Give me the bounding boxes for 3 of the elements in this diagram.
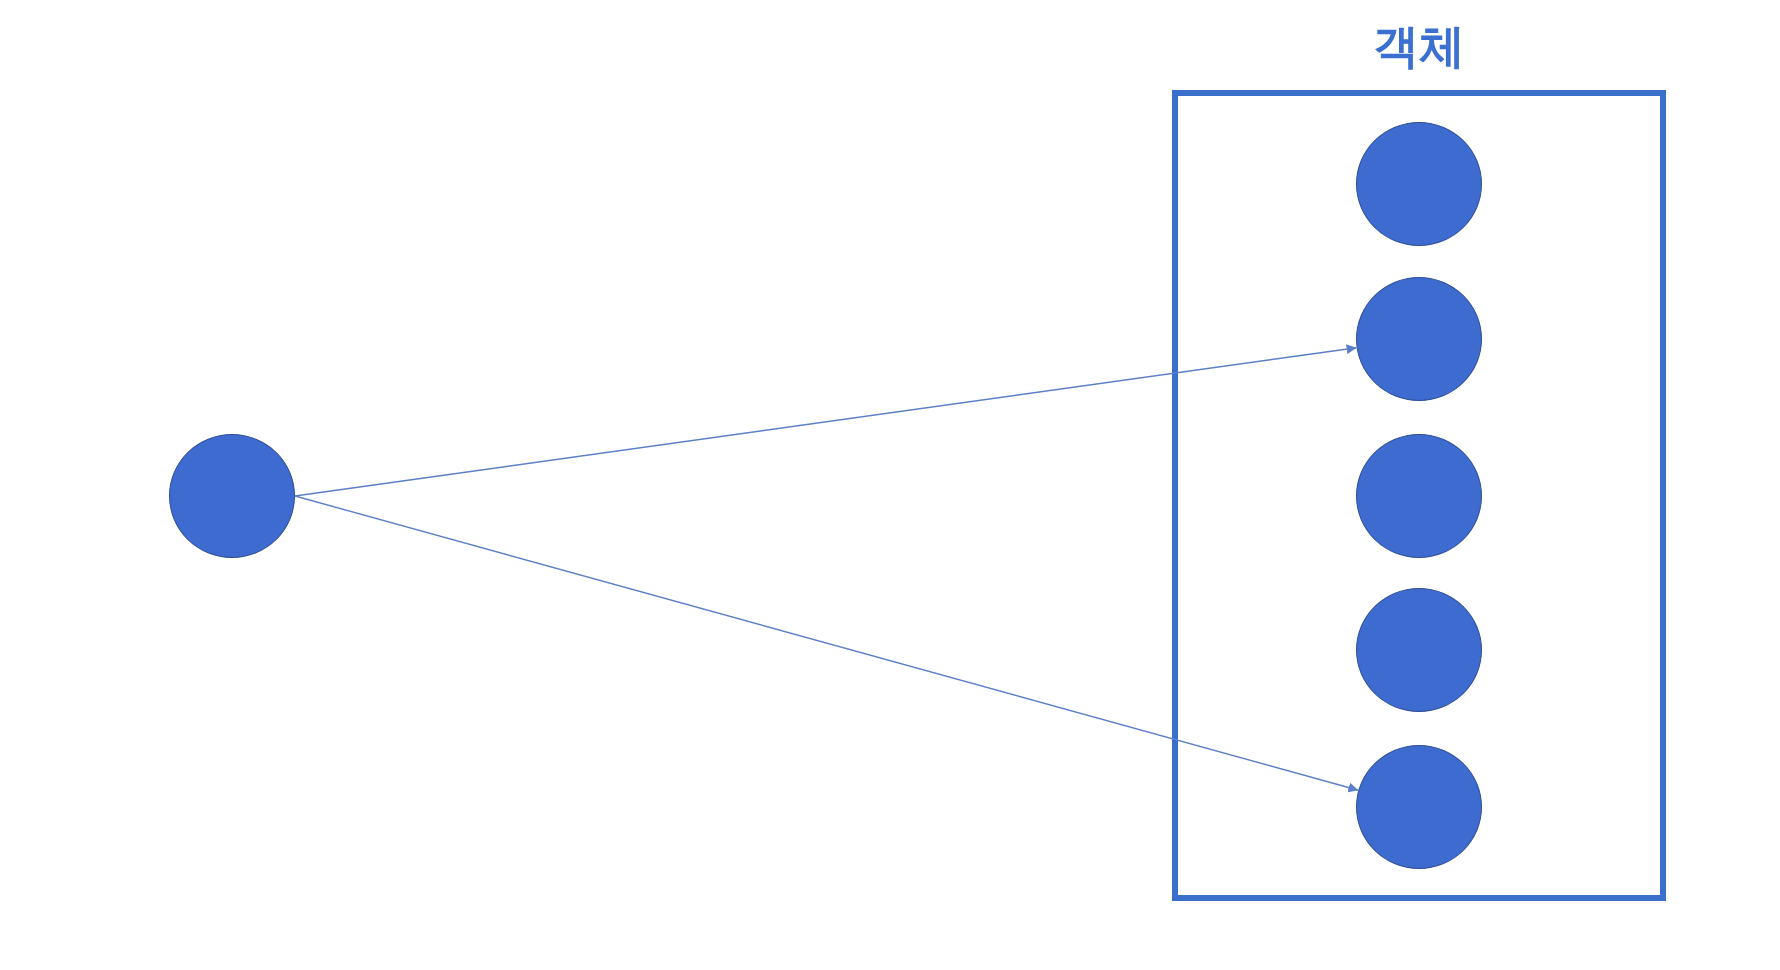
arrow: [294, 344, 1358, 497]
box-title: 객체: [1372, 18, 1466, 75]
arrow: [294, 495, 1360, 793]
